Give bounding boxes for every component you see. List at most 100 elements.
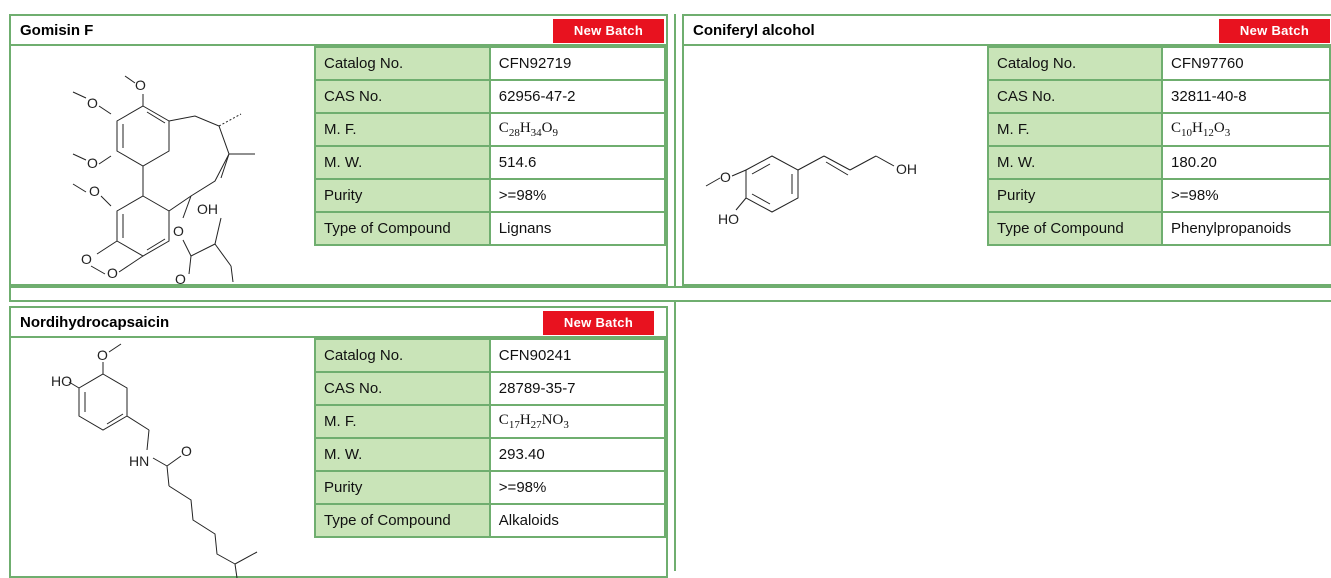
structure-oh-label: OH [197,201,218,217]
catalog-label: Catalog No. [986,46,1164,81]
purity-value: >=98% [488,178,667,213]
property-table: Catalog No. CFN97760 CAS No. 32811-40-8 … [986,46,1331,246]
table-row: M. F. C17H27NO3 [314,404,667,439]
table-row: Catalog No. CFN92719 [314,46,667,81]
mf-label: M. F. [314,404,491,439]
structure-atom-o: O [87,95,98,111]
type-label: Type of Compound [986,211,1164,246]
product-card: Coniferyl alcohol New Batch O HO OH Cata… [682,14,1331,286]
type-value: Lignans [488,211,667,246]
card-header: Coniferyl alcohol New Batch [684,16,1331,46]
type-value: Alkaloids [488,503,667,538]
catalog-value: CFN92719 [488,46,667,81]
row-divider-left [9,286,11,302]
cas-label: CAS No. [314,79,491,114]
structure-atom-o: O [135,77,146,93]
table-row: Purity >=98% [314,178,667,213]
mw-label: M. W. [314,437,491,472]
purity-value: >=98% [488,470,667,505]
cas-label: CAS No. [314,371,491,406]
type-label: Type of Compound [314,503,491,538]
structure-atom-o: O [89,183,100,199]
type-value: Phenylpropanoids [1161,211,1331,246]
structure-atom-o: O [720,169,731,185]
catalog-label: Catalog No. [314,338,491,373]
mf-label: M. F. [314,112,491,147]
mw-value: 514.6 [488,145,667,180]
mw-value: 293.40 [488,437,667,472]
table-row: Type of Compound Phenylpropanoids [986,211,1331,246]
mf-o-count: 3 [563,419,569,431]
mf-h-count: 12 [1202,127,1214,139]
property-table: Catalog No. CFN92719 CAS No. 62956-47-2 … [314,46,667,246]
structure-ho-label: HO [718,211,739,227]
table-row: Catalog No. CFN90241 [314,338,667,373]
new-batch-button[interactable]: New Batch [553,19,664,43]
mf-c-count: 28 [508,127,520,139]
mf-h-count: 27 [530,419,542,431]
structure-o-label: O [181,443,192,459]
mf-value: C17H27NO3 [488,404,667,439]
catalog-value: CFN90241 [488,338,667,373]
mf-c-count: 17 [508,419,520,431]
structure-atom-o: O [175,271,186,286]
table-row: M. W. 514.6 [314,145,667,180]
column-divider [674,300,676,571]
catalog-value: CFN97760 [1161,46,1331,81]
table-row: CAS No. 62956-47-2 [314,79,667,114]
mf-label: M. F. [986,112,1164,147]
structure-atom-o: O [81,251,92,267]
mf-o-count: 9 [552,127,559,139]
table-row: Catalog No. CFN97760 [986,46,1331,81]
type-label: Type of Compound [314,211,491,246]
table-row: M. W. 293.40 [314,437,667,472]
mf-value: C10H12O3 [1161,112,1331,147]
purity-value: >=98% [1161,178,1331,213]
structure-atom-o: O [97,347,108,363]
structure-image: O O O O OH O O O [72,75,255,286]
cas-value: 28789-35-7 [488,371,667,406]
product-name[interactable]: Nordihydrocapsaicin [20,314,170,331]
row-divider [9,286,1331,288]
structure-hn-label: HN [129,453,149,469]
mw-label: M. W. [314,145,491,180]
table-row: Type of Compound Lignans [314,211,667,246]
product-card: Nordihydrocapsaicin New Batch O HO HN O … [9,306,668,578]
structure-image: O HO HN O [51,343,258,578]
row-divider [9,300,1331,302]
mf-h-count: 34 [530,127,542,139]
column-divider [674,14,676,286]
card-header: Gomisin F New Batch [11,16,666,46]
table-row: M. W. 180.20 [986,145,1331,180]
structure-oh-label: OH [896,161,917,177]
mf-c-count: 10 [1181,127,1193,139]
cas-label: CAS No. [986,79,1164,114]
mw-value: 180.20 [1161,145,1331,180]
table-row: Purity >=98% [314,470,667,505]
table-row: Purity >=98% [986,178,1331,213]
purity-label: Purity [314,470,491,505]
table-row: M. F. C10H12O3 [986,112,1331,147]
property-table: Catalog No. CFN90241 CAS No. 28789-35-7 … [314,338,667,538]
purity-label: Purity [986,178,1164,213]
purity-label: Purity [314,178,491,213]
mw-label: M. W. [986,145,1164,180]
cas-value: 62956-47-2 [488,79,667,114]
product-name[interactable]: Coniferyl alcohol [693,22,815,39]
structure-atom-o: O [173,223,184,239]
product-card: Gomisin F New Batch O O O O OH O [9,14,668,286]
table-row: Type of Compound Alkaloids [314,503,667,538]
table-row: M. F. C28H34O9 [314,112,667,147]
new-batch-button[interactable]: New Batch [1219,19,1330,43]
catalog-label: Catalog No. [314,46,491,81]
structure-atom-o: O [87,155,98,171]
new-batch-button[interactable]: New Batch [543,311,654,335]
cas-value: 32811-40-8 [1161,79,1331,114]
table-row: CAS No. 32811-40-8 [986,79,1331,114]
structure-ho-label: HO [51,373,72,389]
table-row: CAS No. 28789-35-7 [314,371,667,406]
mf-o-count: 3 [1224,127,1231,139]
mf-value: C28H34O9 [488,112,667,147]
product-name[interactable]: Gomisin F [20,22,94,39]
structure-image: O HO OH [705,155,917,227]
